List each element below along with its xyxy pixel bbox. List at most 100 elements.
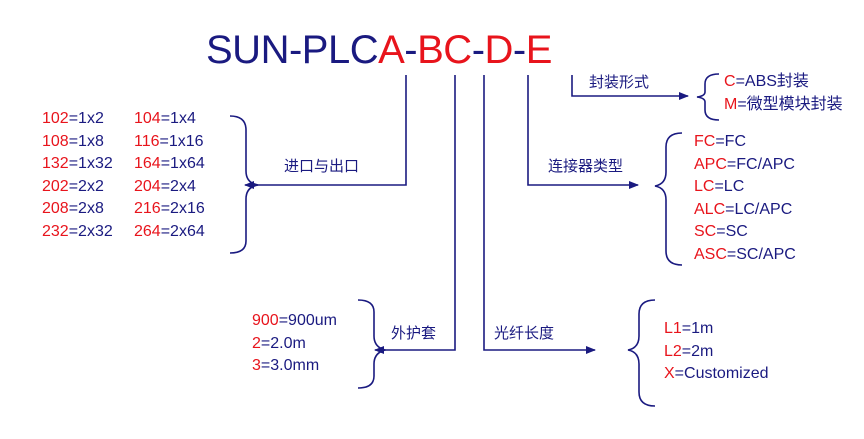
option-value: =FC/APC xyxy=(726,155,795,173)
option-code: 3 xyxy=(252,357,261,374)
ports-option: 208=2x8 xyxy=(42,198,134,221)
option-code: LC xyxy=(694,178,715,195)
option-code: 232 xyxy=(42,222,69,240)
option-value: =1x4 xyxy=(160,110,196,127)
option-code: 202 xyxy=(42,177,69,195)
option-value: =FC xyxy=(715,133,746,150)
option-code: 108 xyxy=(42,132,69,150)
option-code: L2 xyxy=(664,342,682,360)
field-a: A xyxy=(378,28,405,72)
ports-line xyxy=(244,75,407,189)
option-value: =1x32 xyxy=(68,155,113,172)
length-bracket xyxy=(627,299,656,407)
option-code: 164 xyxy=(134,155,161,172)
connector-line xyxy=(527,75,639,189)
dash-2: - xyxy=(471,28,485,72)
jacket-option: 2=2.0m xyxy=(252,333,337,356)
option-value: =900um xyxy=(278,312,337,329)
option-value: =SC/APC xyxy=(726,245,796,263)
field-e: E xyxy=(525,28,553,72)
option-value: =2x2 xyxy=(68,177,104,195)
length-option: L2=2m xyxy=(664,341,769,364)
connector-option: LC=LC xyxy=(694,176,796,199)
option-value: =2x16 xyxy=(160,200,205,217)
option-value: =3.0mm xyxy=(260,357,320,374)
ports-option: 216=2x16 xyxy=(134,198,205,221)
option-value: =LC xyxy=(714,178,745,195)
ports-option: 264=2x64 xyxy=(134,221,205,244)
option-code: L1 xyxy=(664,320,682,337)
option-value: =LC/APC xyxy=(725,200,793,218)
dash-1: - xyxy=(404,28,418,72)
connector-option: ALC=LC/APC xyxy=(694,199,796,222)
option-code: ASC xyxy=(694,245,727,263)
connector-option: FC=FC xyxy=(694,131,796,154)
ports-option: 104=1x4 xyxy=(134,108,196,131)
option-code: 216 xyxy=(134,200,161,217)
option-value: =2.0m xyxy=(260,334,306,352)
ports-option: 132=1x32 xyxy=(42,153,134,176)
option-code: 204 xyxy=(134,177,161,195)
option-value: =1x8 xyxy=(68,132,104,150)
connector-option: SC=SC xyxy=(694,221,796,244)
ports-option: 108=1x8 xyxy=(42,131,134,154)
option-value: =1x16 xyxy=(159,132,204,150)
option-code: 208 xyxy=(42,200,69,217)
package-bracket xyxy=(696,73,720,121)
connector-label: 连接器类型 xyxy=(548,158,624,175)
model-code-title: SUN-PLCA-BC-D-E xyxy=(206,28,552,72)
option-code: 264 xyxy=(134,222,161,240)
jacket-option: 3=3.0mm xyxy=(252,355,337,378)
package-label: 封装形式 xyxy=(589,74,650,91)
option-value: =1x64 xyxy=(160,155,205,172)
length-option: L1=1m xyxy=(664,318,769,341)
ports-option: 164=1x64 xyxy=(134,153,205,176)
option-code: M xyxy=(724,95,738,113)
field-bc: BC xyxy=(417,28,472,72)
option-value: =1m xyxy=(681,320,714,337)
option-value: =2m xyxy=(681,342,714,360)
option-code: APC xyxy=(694,155,727,173)
dash-3: - xyxy=(512,28,526,72)
option-code: 116 xyxy=(134,132,160,150)
field-d: D xyxy=(484,28,514,72)
option-code: 900 xyxy=(252,312,279,329)
option-value: =SC xyxy=(716,223,748,240)
option-code: X xyxy=(664,365,675,382)
option-code: 102 xyxy=(42,110,69,127)
length-label: 光纤长度 xyxy=(494,325,555,342)
option-code: 132 xyxy=(42,155,69,172)
jacket-option: 900=900um xyxy=(252,310,337,333)
option-value: =Customized xyxy=(674,365,769,382)
model-prefix: SUN-PLC xyxy=(206,28,379,72)
jacket-line xyxy=(374,75,456,354)
option-value: =1x2 xyxy=(68,110,104,127)
option-code: SC xyxy=(694,223,717,240)
connector-option: ASC=SC/APC xyxy=(694,244,796,267)
option-code: 2 xyxy=(252,334,261,352)
jacket-bracket xyxy=(357,299,389,389)
option-code: ALC xyxy=(694,200,726,218)
option-value: =ABS封装 xyxy=(735,73,809,90)
connector-bracket xyxy=(654,132,683,266)
ports-option: 232=2x32 xyxy=(42,221,134,244)
ports-option: 102=1x2 xyxy=(42,108,134,131)
ports-option: 202=2x2 xyxy=(42,176,134,199)
package-line xyxy=(571,75,689,100)
ports-option: 116=1x16 xyxy=(134,131,204,154)
connector-option: APC=FC/APC xyxy=(694,154,796,177)
ports-bracket xyxy=(229,115,259,254)
option-value: =2x64 xyxy=(160,222,205,240)
jacket-label: 外护套 xyxy=(391,325,437,342)
